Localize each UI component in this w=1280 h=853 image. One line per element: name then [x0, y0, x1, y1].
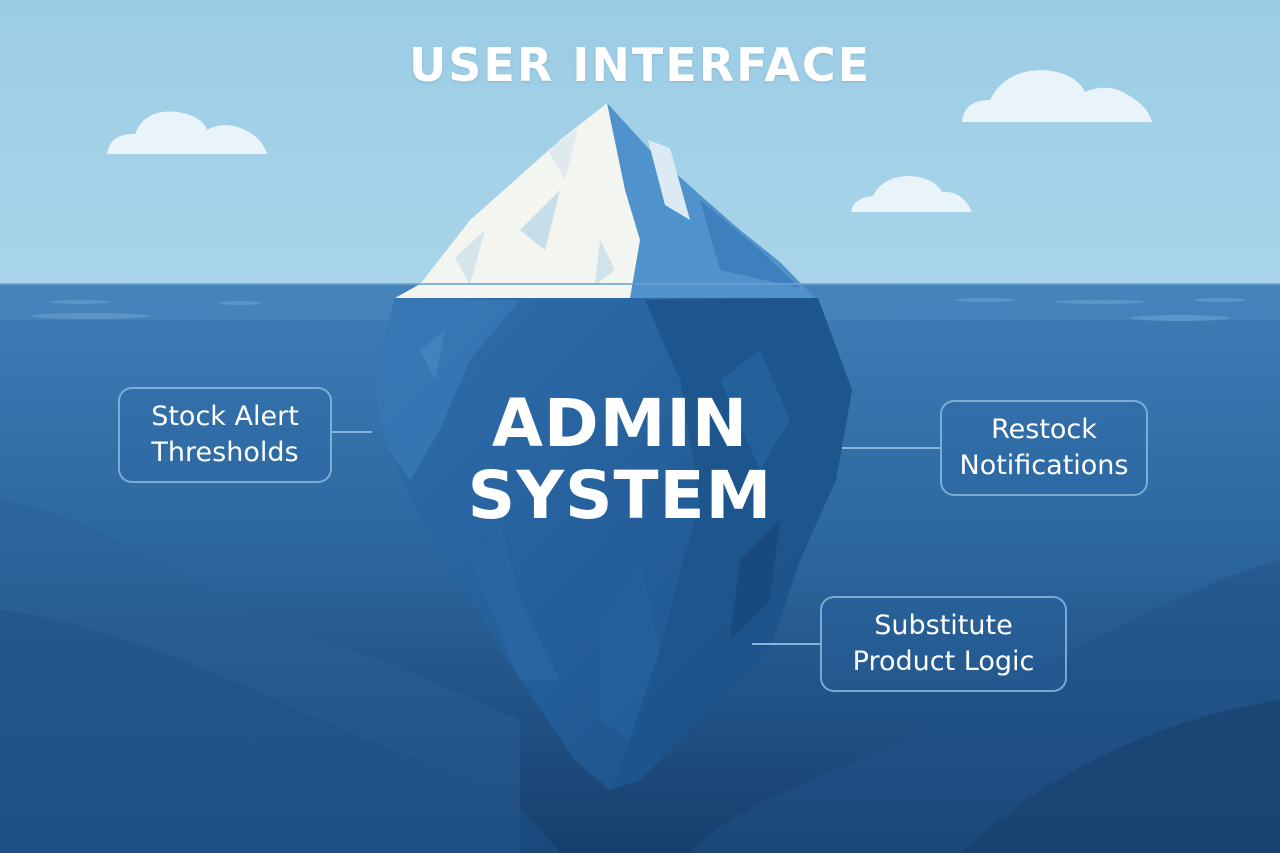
seabed-wave-2: [0, 610, 560, 853]
callout-line: Stock Alert: [151, 401, 299, 432]
cloud-left: [107, 111, 267, 154]
callout-line: Notifications: [959, 450, 1129, 481]
admin-system-label: ADMIN SYSTEM: [420, 388, 820, 532]
cloud-right-small: [851, 176, 972, 212]
user-interface-title: USER INTERFACE: [408, 38, 872, 92]
callout-line: Restock: [991, 414, 1097, 445]
callout-restock-notifications: Restock Notifications: [940, 400, 1148, 496]
cloud-right-top: [962, 70, 1152, 122]
iceberg-underwater: [372, 298, 852, 790]
callout-line: Product Logic: [852, 646, 1035, 677]
seabed-wave-4: [960, 700, 1280, 853]
callout-line: Thresholds: [151, 437, 299, 468]
admin-system-line2: SYSTEM: [467, 457, 773, 534]
callout-line: Substitute: [874, 610, 1013, 641]
surface-ripples: [30, 298, 1245, 321]
callout-substitute-product-logic: Substitute Product Logic: [820, 596, 1067, 692]
callout-stock-alert-thresholds: Stock Alert Thresholds: [118, 387, 332, 483]
admin-system-line1: ADMIN: [491, 385, 749, 462]
iceberg-tip: [395, 103, 815, 298]
